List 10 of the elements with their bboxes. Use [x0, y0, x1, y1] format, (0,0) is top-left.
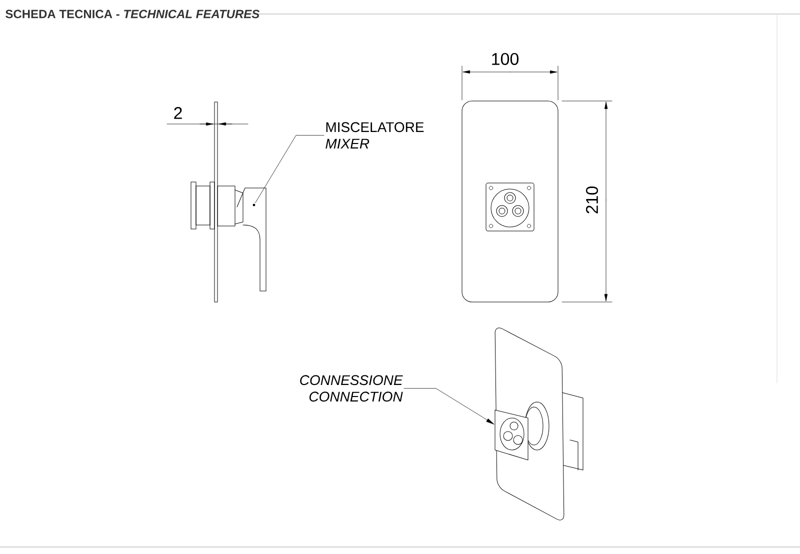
- cartridge-drawing: [494, 410, 528, 460]
- callout-text: MISCELATORE MIXER: [326, 122, 424, 148]
- callout-text: CONNESSIONE CONNECTION: [300, 375, 403, 402]
- dimension-value: 2: [174, 107, 182, 119]
- leader-line: [255, 135, 324, 203]
- leader-line: [404, 388, 494, 424]
- page-title: SCHEDA TECNICA - TECHNICAL FEATURES: [6, 10, 260, 18]
- mixer-handle-drawing: [236, 188, 266, 292]
- dimension-value: 210: [586, 186, 598, 214]
- dimension-value: 100: [492, 52, 519, 66]
